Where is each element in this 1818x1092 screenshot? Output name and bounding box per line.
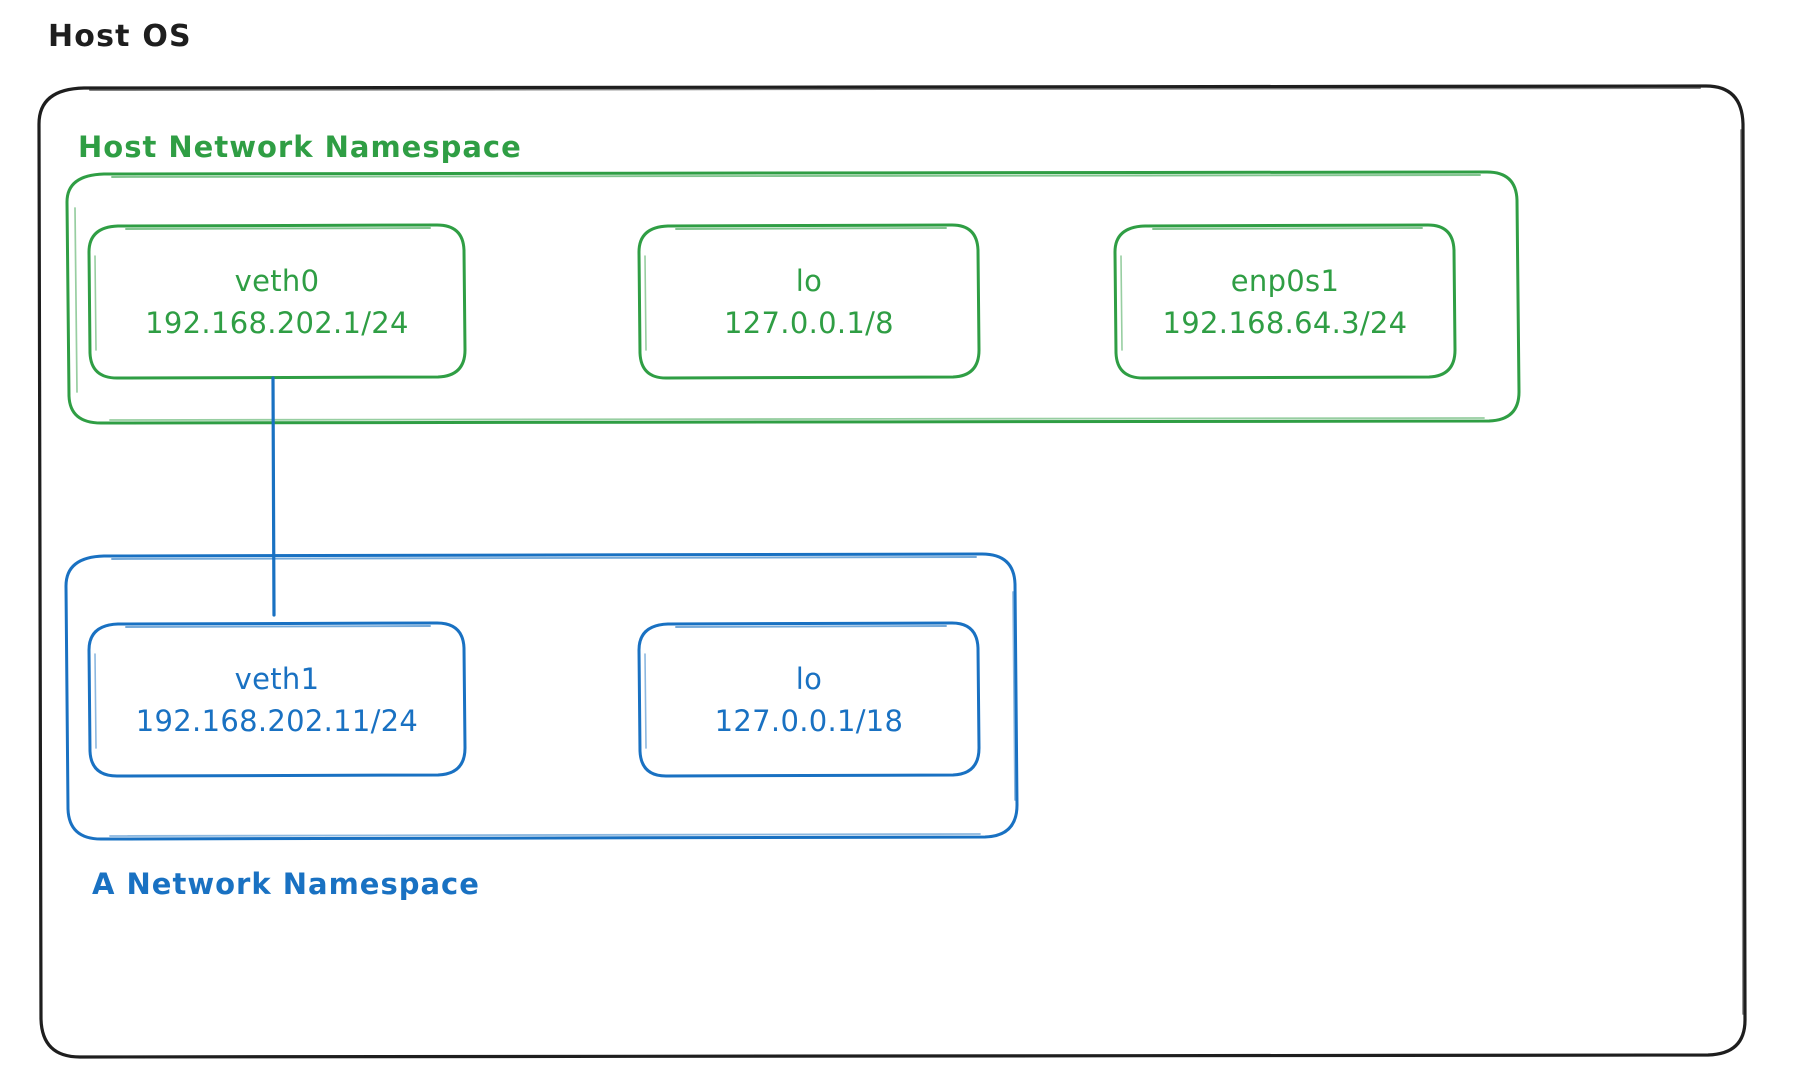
node-enp0s1-name: enp0s1 bbox=[1230, 263, 1340, 298]
host-os-label: Host OS bbox=[48, 19, 192, 54]
node-lo-host[interactable]: lo 127.0.0.1/8 bbox=[639, 226, 979, 378]
node-lo-a-name: lo bbox=[795, 661, 823, 696]
lo-host-box-border bbox=[637, 223, 981, 380]
host-namespace-border bbox=[65, 170, 1521, 425]
node-lo-host-address: 127.0.0.1/8 bbox=[724, 306, 894, 340]
a-namespace-label: A Network Namespace bbox=[92, 867, 480, 901]
node-enp0s1[interactable]: enp0s1 192.168.64.3/24 bbox=[1115, 226, 1455, 378]
node-enp0s1-address: 192.168.64.3/24 bbox=[1162, 306, 1408, 340]
veth0-box-border bbox=[87, 223, 467, 380]
node-veth0-name: veth0 bbox=[234, 263, 320, 298]
node-veth1[interactable]: veth1 192.168.202.11/24 bbox=[89, 624, 465, 776]
node-lo-host-name: lo bbox=[795, 263, 823, 298]
node-lo-a-address: 127.0.0.1/18 bbox=[714, 704, 904, 738]
node-veth1-name: veth1 bbox=[234, 661, 320, 696]
veth1-box-border bbox=[87, 621, 467, 778]
veth0-veth1-connector bbox=[271, 376, 276, 617]
node-veth0[interactable]: veth0 192.168.202.1/24 bbox=[89, 226, 465, 378]
host-namespace-label: Host Network Namespace bbox=[78, 130, 522, 164]
host-os-border bbox=[37, 84, 1747, 1059]
node-veth1-address: 192.168.202.11/24 bbox=[135, 704, 419, 738]
a-namespace-border bbox=[64, 552, 1019, 841]
enp0s1-box-border bbox=[1113, 223, 1457, 380]
node-veth0-address: 192.168.202.1/24 bbox=[145, 306, 409, 340]
node-lo-a[interactable]: lo 127.0.0.1/18 bbox=[639, 624, 979, 776]
lo-a-box-border bbox=[637, 621, 981, 778]
